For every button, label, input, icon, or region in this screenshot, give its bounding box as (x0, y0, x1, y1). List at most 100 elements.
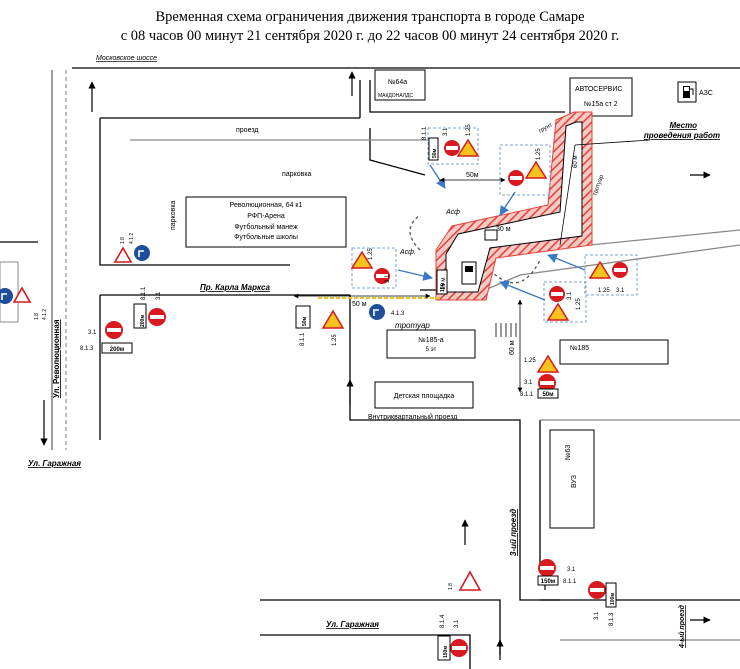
proezd-label: проезд (236, 127, 258, 134)
sidewalk-label: тротуар (395, 321, 430, 330)
work-zone-trench (445, 121, 583, 293)
sign-code-label: 1.8 (120, 237, 126, 244)
work-dist-vert: 15 м (441, 278, 447, 290)
sign-code-label: 1.25 (576, 298, 582, 310)
no-entry-sign-icon (444, 140, 460, 156)
sign-code-label: 8.1.1 (520, 392, 534, 398)
road-network (0, 67, 740, 669)
road-works-sign-icon (536, 354, 560, 373)
turn-direction-sign-icon (369, 304, 385, 320)
sign-code-label: 4.1.3 (391, 311, 405, 317)
sign-code-label: 3.1 (385, 274, 391, 283)
sign-code-label: 1.8 (448, 583, 454, 590)
street-label-moskovskoe: Московское шоссе (96, 55, 157, 62)
inner-proezd-label: Внутриквартальный проезд (368, 413, 457, 421)
sign-code-label: 8.1.3 (80, 346, 94, 352)
dist-karla-marksa: 50 м (352, 301, 367, 308)
sign-code-label: 3.1 (156, 291, 162, 300)
sign-code-label: 3.1 (443, 127, 449, 136)
turn-arc2 (409, 214, 421, 251)
map-title-line1: Временная схема ограничения движения тра… (155, 9, 585, 25)
crosswalk (495, 323, 517, 337)
plate-text: 15м (440, 282, 446, 292)
road-works-sign-icon (588, 260, 612, 279)
vuz-number: №63 (565, 445, 572, 460)
no-entry-sign-icon (450, 639, 468, 657)
azs-label: АЗС (699, 90, 713, 97)
no-entry-sign-icon (612, 262, 628, 278)
plate-text: 50м (542, 392, 554, 398)
buildings (0, 69, 669, 529)
sign-code-label: 1.25 (368, 248, 374, 260)
playground-label: Детская площадка (394, 393, 455, 400)
sign-code-label: 1.25 (332, 334, 338, 346)
avtoservis-name: АВТОСЕРВИС (575, 86, 622, 93)
map-labels: Московское шоссе Пр. Карла Маркса Ул. Ре… (28, 55, 720, 658)
no-entry-sign-icon (538, 374, 556, 392)
sign-code-label: 3.1 (616, 288, 625, 294)
plate-text: 150м (541, 579, 556, 585)
arena-manezh: Футбольный манеж (234, 223, 298, 231)
asphalt-label-2: Асф. (399, 249, 416, 256)
plate-text: 50м (302, 316, 308, 326)
sign-code-label: 8.1.1 (141, 286, 147, 300)
direction-arrows (40, 71, 711, 660)
warning-triangle-icon (12, 286, 32, 303)
traffic-signs (0, 137, 628, 661)
right-road-edge2 (589, 229, 740, 246)
street-label-garazhnaya-bottom: Ул. Гаражная (326, 620, 379, 629)
sign-code-label: 1.25 (598, 288, 610, 294)
inner-block-edge (349, 295, 470, 421)
sidewalk-top-label: тротуар (592, 174, 605, 197)
building-185-label: №185 (570, 345, 589, 352)
no-entry-sign-icon (148, 308, 166, 326)
street-label-revolyutsionnaya: Ул. Революционная (52, 319, 61, 398)
work-label-pointer (559, 144, 576, 246)
road-works-sign-icon (350, 250, 374, 269)
sign-code-label: 1.8 (34, 313, 40, 320)
plate-text: 200м (140, 315, 146, 327)
turn-direction-sign-icon (0, 288, 13, 304)
sign-code-label: 3.1 (567, 567, 576, 573)
plate-text: 150м (443, 646, 449, 658)
work-zone-label-line2: проведения работ (644, 131, 720, 140)
building-64a-name: МАКДОНАЛДС (378, 93, 413, 99)
parking-side-label: парковка (170, 200, 177, 230)
no-entry-sign-icon (549, 286, 565, 302)
arena-name: РФП-Арена (247, 213, 285, 220)
sign-code-label: 4.1.2 (42, 309, 48, 320)
plate-text: 100м (610, 593, 616, 605)
street-label-karla-marksa: Пр. Карла Маркса (200, 283, 270, 292)
sign-code-label: 3.1 (454, 619, 460, 628)
building-64a-number: №64а (388, 79, 407, 86)
sign-code-label: 3.1 (88, 330, 97, 336)
road-works-sign-icon (524, 160, 548, 179)
sign-code-label: 8.1.3 (609, 612, 615, 626)
sign-code-label: 1.25 (524, 358, 536, 364)
sign-code-label: 1.25 (536, 148, 542, 160)
street-label-fourth-proezd: 4-ый проезд (678, 604, 686, 649)
road-works-sign-icon (321, 309, 345, 329)
road-works-sign-icon (456, 138, 480, 157)
arena-block-edge (99, 118, 290, 266)
building-avtoservis (569, 77, 633, 117)
distance-plate-icon (101, 137, 617, 661)
blue-arrows (397, 164, 586, 301)
no-entry-sign-icon (374, 268, 390, 284)
street-label-third-proezd: 3-ий проезд (509, 509, 518, 556)
work-dist-side: 60 м (573, 156, 579, 168)
sign-code-label: 3.1 (567, 291, 573, 300)
no-entry-sign-icon (588, 581, 606, 599)
no-entry-sign-icon (508, 170, 524, 186)
garazhnaya-bottom (260, 634, 471, 669)
sign-code-label: 8.1.1 (422, 126, 428, 140)
building-vuz (549, 429, 595, 529)
sign-code-label: 1.25 (466, 124, 472, 136)
work-equipment (484, 229, 498, 241)
sign-code-label: 8.1.1 (300, 332, 306, 346)
warning-triangle-icon (458, 570, 482, 591)
parking-curve (369, 128, 426, 176)
building-185 (559, 339, 669, 365)
building-185a-floors: 5 эт (426, 347, 437, 353)
